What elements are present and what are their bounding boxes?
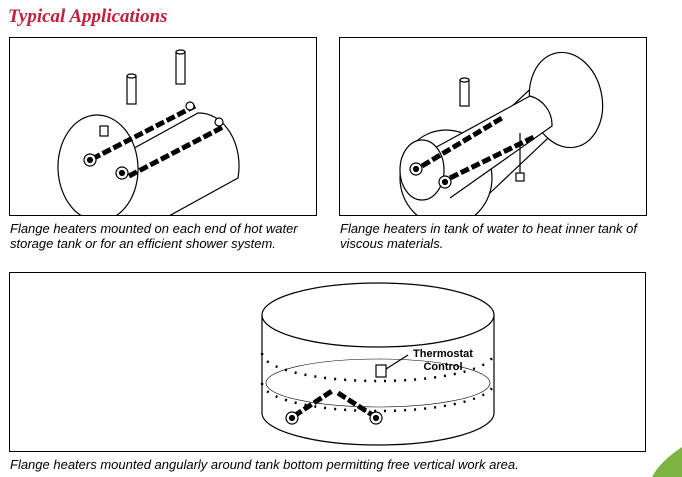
page-heading: Typical Applications <box>8 6 168 27</box>
caption-top-right: Flange heaters in tank of water to heat … <box>340 221 638 251</box>
corner-accent-decoration <box>652 447 682 477</box>
caption-bottom: Flange heaters mounted angularly around … <box>10 457 519 472</box>
thermostat-label-line1: Thermostat <box>413 348 473 360</box>
panel-viscous-tank: Flange heaters in tank of water to heat … <box>339 37 647 251</box>
thermostat-label-line2: Control <box>423 361 463 373</box>
panel-hot-water-tank: Flange heaters mounted on each end of ho… <box>9 37 317 251</box>
caption-top-left: Flange heaters mounted on each end of ho… <box>10 221 298 251</box>
thermostat-control-label: Thermostat Control <box>408 348 478 374</box>
hot-water-tank-illustration <box>57 49 240 215</box>
vertical-tank-illustration <box>260 282 496 446</box>
panel-vertical-tank: Thermostat Control Flange heaters mounte… <box>9 272 646 472</box>
viscous-tank-illustration <box>399 51 604 215</box>
